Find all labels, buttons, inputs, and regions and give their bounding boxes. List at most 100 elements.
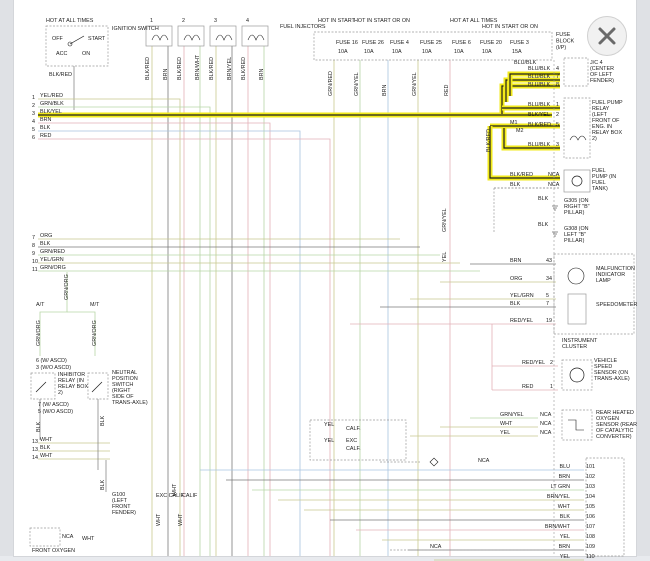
ecm-pin: 109 xyxy=(586,544,595,550)
jc4-pin: 4 xyxy=(556,66,559,72)
fuel-pump-motor-icon xyxy=(571,175,583,187)
vss-pin: 2 xyxy=(550,360,553,366)
terminal-wire-label: BRN xyxy=(40,117,51,123)
vss-label-line: VEHICLE xyxy=(594,358,617,364)
relay-pin: 1 xyxy=(556,102,559,108)
jc4-top-wire-label: BLU/BLK xyxy=(514,60,537,66)
mil-label-line: LAMP xyxy=(596,278,611,284)
terminal-wire-label: RED xyxy=(40,133,51,139)
ecm-pin: 101 xyxy=(586,464,595,470)
ignition-switch-box xyxy=(45,25,109,67)
nca-label: NCA xyxy=(430,544,442,550)
ecm-wire-label: YEL xyxy=(560,554,570,560)
relay-pin3 xyxy=(503,128,560,149)
inhibitor-relay-label-line: INHIBITOR xyxy=(58,372,85,378)
terminal-wire xyxy=(38,122,271,556)
component-layer xyxy=(29,25,635,557)
wht-label: WHT xyxy=(172,483,178,496)
off-label: OFF xyxy=(52,36,63,42)
ecm-wire-label: BRN xyxy=(559,474,570,480)
jc4-label-line: (CENTER xyxy=(590,66,614,72)
g100-label-line: FRONT xyxy=(112,504,131,510)
blk-label: BLK xyxy=(100,415,106,426)
terminal-wire-label: BLK xyxy=(40,125,51,131)
grn-org-wire xyxy=(67,311,96,356)
pump-wire-label: BLK xyxy=(510,182,521,188)
mil-lamp-icon xyxy=(567,267,585,285)
splice-icon xyxy=(429,457,439,467)
vss-box xyxy=(561,359,593,391)
o2-wire-label: YEL xyxy=(500,430,510,436)
ecm-pin: 102 xyxy=(586,474,595,480)
yel-label: YEL xyxy=(324,438,334,444)
ecm-pin: 107 xyxy=(586,524,595,530)
rear-o2-label-line: OF CATALYTIC xyxy=(596,428,634,434)
mil-pin: 34 xyxy=(546,276,552,282)
terminal-number: 11 xyxy=(32,267,38,273)
ecm-wire-label: BRN/WHT xyxy=(545,524,571,530)
injector-number: 4 xyxy=(246,18,249,24)
injector-wire-label: BLK/RED xyxy=(177,57,183,80)
blk-red-fuel-pump-wire xyxy=(489,126,560,179)
fuse-wire-label: GRN/YEL xyxy=(412,72,418,96)
o2-pin: NCA xyxy=(540,421,552,427)
wire-layer xyxy=(38,46,584,561)
terminal-number: 6 xyxy=(32,135,35,141)
mil-label-line: INDICATOR xyxy=(596,272,625,278)
fuse-name: FUSE 25 xyxy=(420,40,442,46)
wht-label: WHT xyxy=(82,536,95,542)
terminal-wire xyxy=(38,130,301,556)
exc-calif-label: EXC CALIF xyxy=(156,493,185,499)
nca-label: NCA xyxy=(478,458,490,464)
o2-wire-label: WHT xyxy=(500,421,513,427)
front-oxygen-label: FRONT OXYGEN xyxy=(32,548,75,554)
fuel-injectors-label: FUEL INJECTORS xyxy=(280,24,326,30)
fuse-amps: 10A xyxy=(338,49,348,55)
injector-wire-label: BLK/RED xyxy=(241,57,247,80)
neutral-switch-label-line: POSITION xyxy=(112,376,138,382)
m1-label: M1 xyxy=(510,120,518,126)
terminal-number: 5 xyxy=(32,127,35,133)
calf-label: CALF. xyxy=(346,426,361,432)
g308-label-line: G308 (ON xyxy=(564,226,589,232)
w-ascd-6-label: 6 (W/ ASCD) xyxy=(36,358,67,364)
grn-yel-label: GRN/YEL xyxy=(442,208,448,232)
fuse-wire-label: RED xyxy=(444,85,450,96)
g100-label-line: G100 xyxy=(112,492,125,498)
terminal-number: 1 xyxy=(32,95,35,101)
close-button[interactable] xyxy=(587,16,627,56)
ecm-wire-label: BRN xyxy=(559,544,570,550)
g305-label-line: PILLAR) xyxy=(564,210,585,216)
m2-label: M2 xyxy=(516,128,524,134)
ecm-wire-label: BLU xyxy=(560,464,571,470)
fuel-injector-2 xyxy=(177,25,205,47)
terminal-number: 9 xyxy=(32,251,35,257)
start-label: START xyxy=(88,36,106,42)
fuse-name: FUSE 16 xyxy=(336,40,358,46)
relay-wire-label: BLU/BLK xyxy=(528,102,551,108)
terminal-wire-label: WHT xyxy=(40,437,53,443)
fuel-injector-4 xyxy=(241,25,269,47)
pump-pin: NCA xyxy=(548,182,560,188)
relay-coil-icon xyxy=(569,135,587,141)
fuse-wire-label: GRN/RED xyxy=(328,71,334,96)
exc-label: EXC xyxy=(346,438,357,444)
hot-at-all-times-label-2: HOT AT ALL TIMES xyxy=(450,18,498,24)
close-icon xyxy=(598,27,616,45)
hot-in-start-or-on-label-2: HOT IN START OR ON xyxy=(482,24,538,30)
terminal-number: 8 xyxy=(32,243,35,249)
jc4-link xyxy=(509,73,560,96)
terminal-number: 4 xyxy=(32,119,35,125)
wht-label: WHT xyxy=(156,513,162,526)
jc4-label-line: OF LEFT xyxy=(590,72,613,78)
injector-number: 1 xyxy=(150,18,153,24)
fuel-pump-relay-label-line: ENG. IN xyxy=(592,124,612,130)
relay-pin: 2 xyxy=(556,112,559,118)
terminal-number: 14 xyxy=(32,455,38,461)
pump-wire-label: BLK/RED xyxy=(510,172,533,178)
jc4-pin: 8 xyxy=(556,82,559,88)
inhibitor-relay-label-line: RELAY BOX xyxy=(58,384,88,390)
